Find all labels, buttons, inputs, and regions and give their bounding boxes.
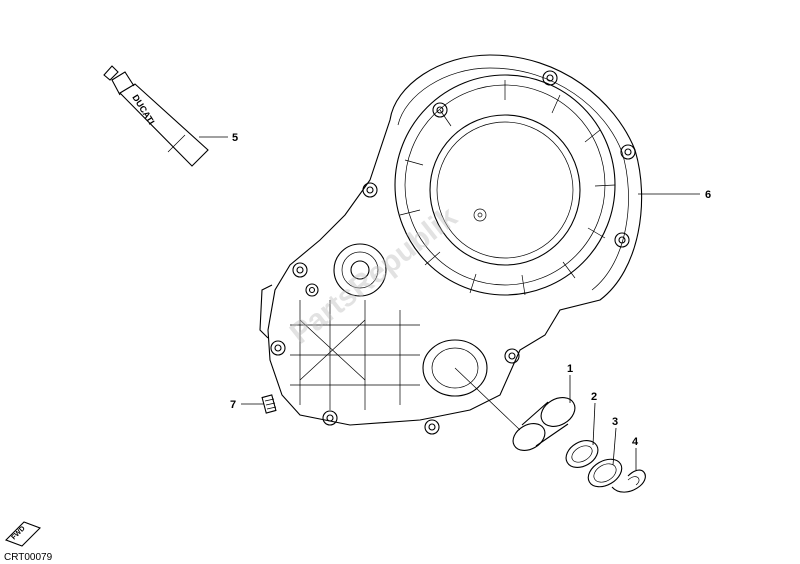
callout-2: 2 [591, 391, 597, 403]
callout-1: 1 [567, 363, 573, 375]
assembly-axis-line [454, 367, 521, 431]
washer[interactable] [583, 454, 626, 493]
sealant-tube[interactable]: DUCATI [103, 65, 209, 167]
drawing-code: CRT00079 [4, 552, 53, 563]
front-badge-label: FWD [10, 525, 26, 541]
clutch-cover[interactable] [259, 54, 643, 435]
seal-ring[interactable] [561, 435, 602, 473]
plug-screw[interactable] [261, 394, 277, 414]
callout-7: 7 [230, 399, 236, 411]
bushing[interactable] [508, 392, 580, 456]
tube-brand-label: DUCATI [130, 93, 156, 127]
circlip[interactable] [611, 469, 646, 493]
front-direction-badge: FWD [5, 521, 41, 547]
callout-6: 6 [705, 189, 711, 201]
callout-4: 4 [632, 436, 639, 448]
watermark: PartsRepublik [284, 200, 464, 350]
callout-5: 5 [232, 132, 238, 144]
leader-lines [199, 136, 700, 470]
callout-3: 3 [612, 416, 618, 428]
